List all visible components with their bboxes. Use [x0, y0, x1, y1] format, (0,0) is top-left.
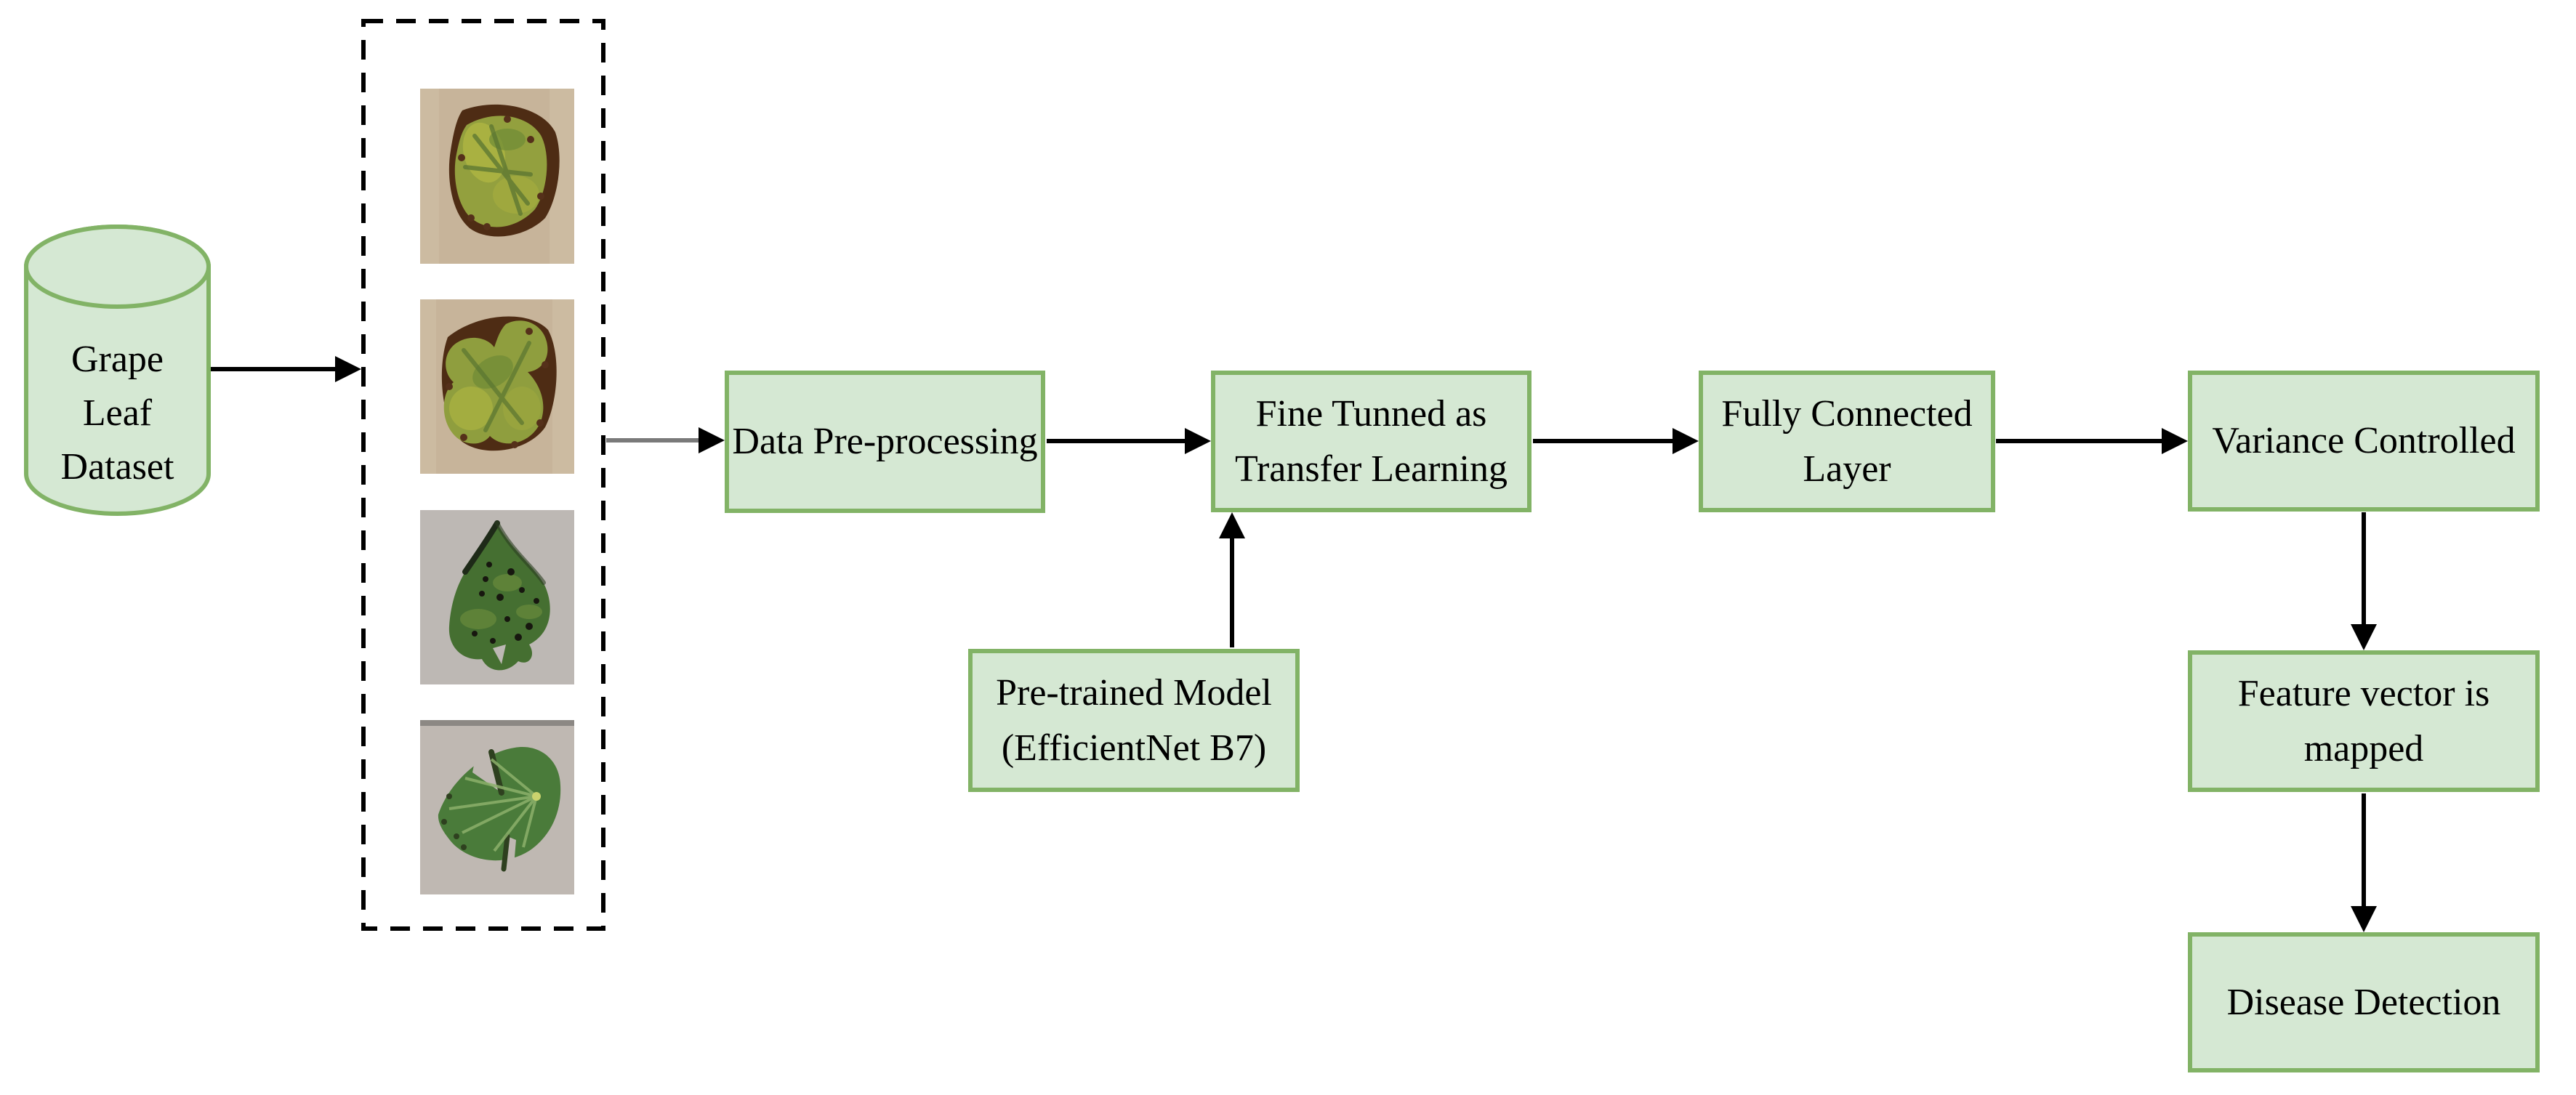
dataset-label-line: Grape	[71, 339, 164, 380]
node-label-line: (EfficientNet B7)	[1001, 727, 1267, 769]
node-label-line: Fine Tunned as	[1255, 392, 1487, 435]
leaf-sample-image-4	[420, 720, 574, 894]
node-label-line: Variance Controlled	[2212, 420, 2516, 461]
node-disease-detection: Disease Detection	[2188, 932, 2540, 1072]
node-label-line: mapped	[2303, 727, 2424, 769]
node-fine-tuned-transfer-learning: Fine Tunned as Transfer Learning	[1211, 371, 1531, 512]
node-label-line: Transfer Learning	[1235, 448, 1508, 490]
node-label-line: Data Pre-processing	[732, 421, 1038, 462]
sample-images-frame	[361, 19, 605, 931]
leaf-sample-image-3	[420, 510, 574, 684]
node-label-line: Disease Detection	[2226, 981, 2501, 1023]
dataset-label-line: Dataset	[60, 446, 174, 488]
node-feature-vector-mapped: Feature vector is mapped	[2188, 650, 2540, 792]
leaf-sample-image-1	[420, 89, 574, 264]
dataset-label-line: Leaf	[82, 392, 153, 434]
node-fully-connected-layer: Fully Connected Layer	[1699, 371, 1995, 512]
leaf-sample-image-2	[420, 299, 574, 474]
node-label-line: Layer	[1803, 448, 1891, 490]
node-data-preprocessing: Data Pre-processing	[725, 371, 1045, 513]
node-label-line: Pre-trained Model	[996, 671, 1272, 714]
node-variance-controlled: Variance Controlled	[2188, 371, 2540, 512]
dataset-cylinder-shape	[24, 225, 211, 516]
node-pretrained-model: Pre-trained Model (EfficientNet B7)	[968, 649, 1300, 792]
node-label-line: Feature vector is	[2237, 672, 2490, 714]
node-label-line: Fully Connected	[1721, 392, 1973, 435]
dataset-cylinder-label: Grape Leaf Dataset	[26, 333, 209, 494]
